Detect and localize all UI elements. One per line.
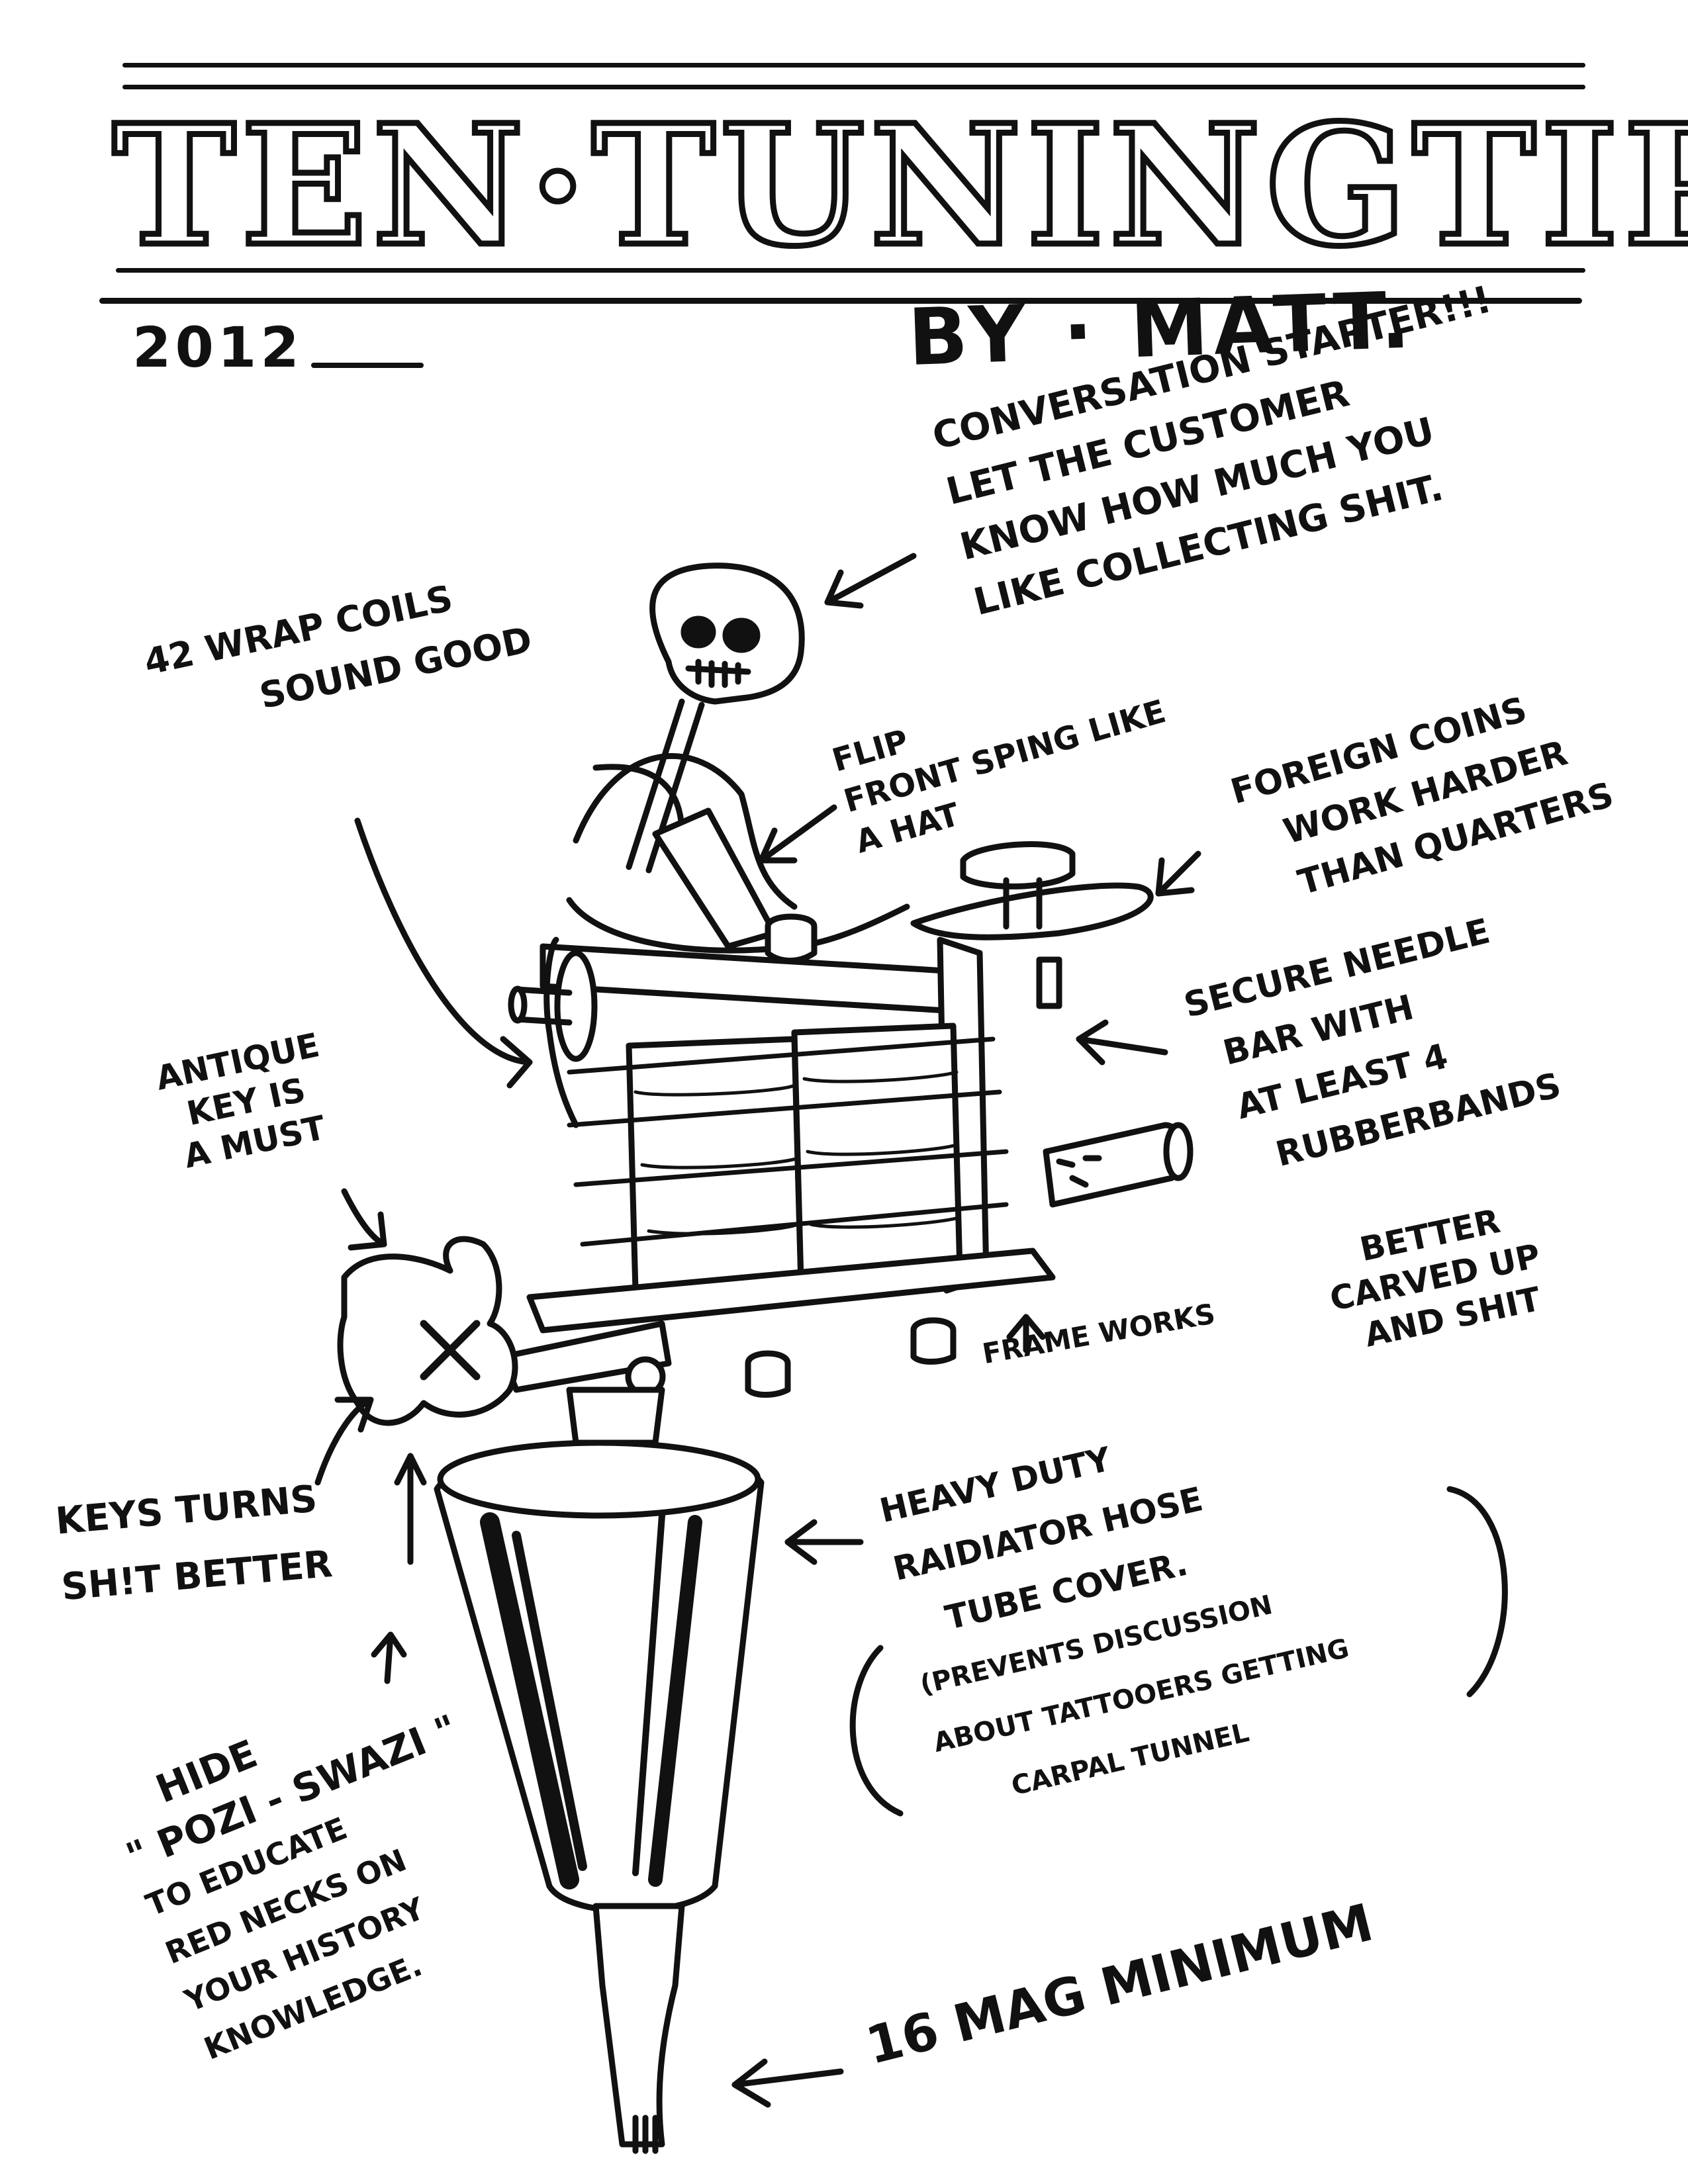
header-rule-top-2: [122, 85, 1585, 89]
skull-icon: [649, 563, 805, 705]
arrow-coins: [1155, 850, 1201, 897]
arrow-conversation: [824, 553, 917, 609]
note-paren: [849, 1645, 904, 1817]
arrow-coils: [354, 817, 533, 1089]
arrow-hide: [371, 1631, 407, 1684]
header-rule-bottom-2: [99, 298, 1582, 304]
arrow-needle: [1076, 1019, 1168, 1066]
arrow-keys: [314, 1396, 374, 1486]
note-bracket: [1446, 1486, 1508, 1698]
arrow-frame: [1006, 1314, 1046, 1353]
header-rule-top-1: [122, 63, 1585, 68]
arrow-mag: [731, 2058, 844, 2108]
arrow-hose: [784, 1519, 864, 1565]
header-rule-bottom-1: [116, 268, 1585, 273]
arrow-keys-2: [394, 1453, 427, 1565]
arrow-spring: [758, 804, 837, 864]
note-keys: Keys turns sh!t better: [53, 1465, 335, 1621]
page-title: TEN·TUNINGTIPS: [110, 88, 1688, 283]
arrow-antique: [341, 1188, 387, 1251]
year-label: 2012: [132, 315, 303, 380]
year-underline: [311, 363, 424, 368]
